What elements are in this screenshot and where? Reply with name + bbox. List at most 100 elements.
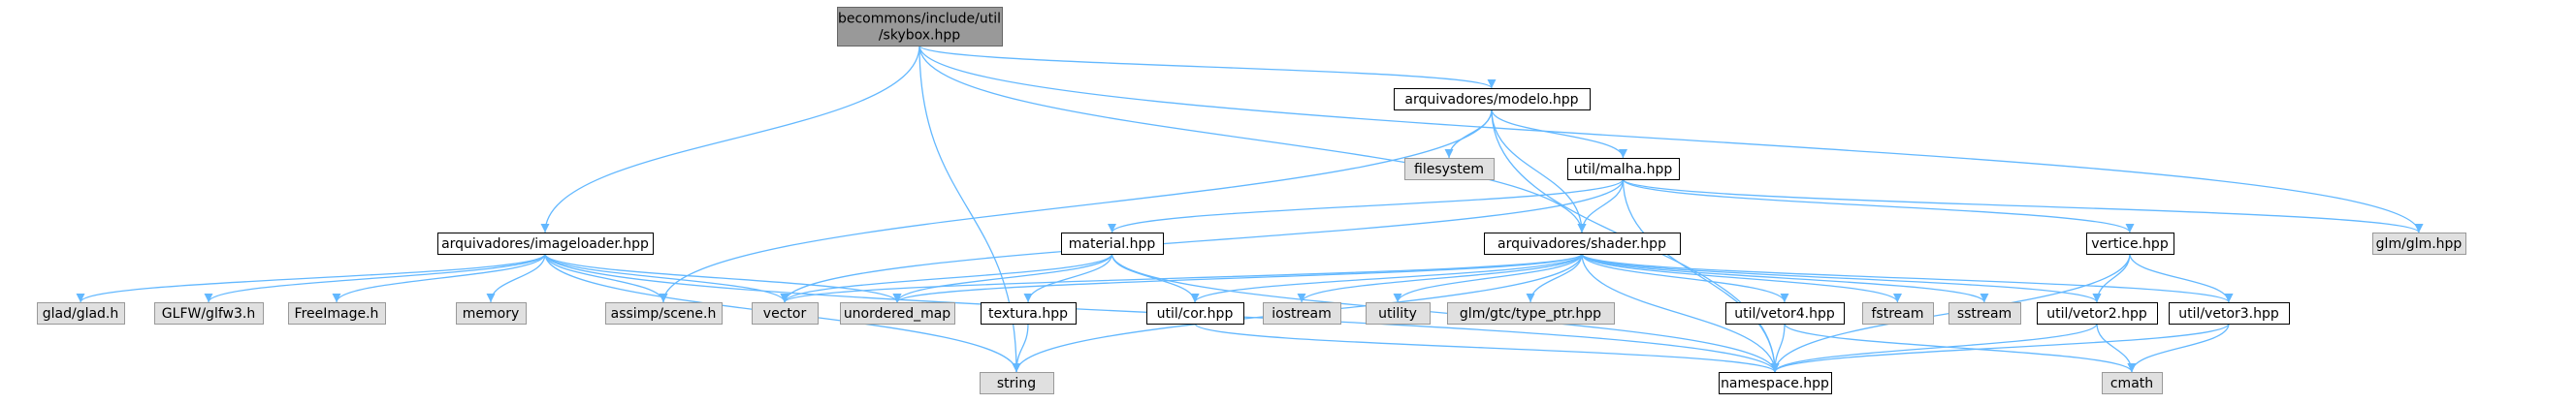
node-fstream: fstream	[1862, 302, 1934, 325]
edge-skybox-to-modelo	[918, 45, 1497, 89]
node-cor-label: util/cor.hpp	[1157, 306, 1234, 322]
node-modelo[interactable]: arquivadores/modelo.hpp	[1394, 88, 1591, 110]
edge-shader-to-unordered_map	[892, 253, 1583, 303]
edge-vetor3-to-cmath	[2127, 323, 2230, 373]
edge-shader-to-fstream	[1581, 253, 1902, 303]
edge-shader-to-vetor2	[1581, 253, 2102, 303]
node-filesystem: filesystem	[1404, 158, 1495, 180]
node-layer: becommons/include/util/skybox.hpp arquiva…	[37, 7, 2466, 394]
node-freeimage-label: FreeImage.h	[295, 306, 379, 322]
node-type_ptr-label: glm/gtc/type_ptr.hpp	[1460, 306, 1601, 322]
edge-malha-to-namespace	[1622, 178, 1780, 373]
node-vetor2-label: util/vetor2.hpp	[2046, 306, 2147, 322]
node-material[interactable]: material.hpp	[1061, 233, 1164, 255]
edge-cor-to-namespace	[1194, 323, 1780, 373]
node-malha-label: util/malha.hpp	[1574, 162, 1673, 177]
node-material-label: material.hpp	[1069, 236, 1156, 252]
node-namespace-label: namespace.hpp	[1721, 376, 1829, 391]
node-type_ptr: glm/gtc/type_ptr.hpp	[1447, 302, 1615, 325]
edge-shader-to-vetor4	[1581, 253, 1789, 303]
edge-imageloader-to-memory	[486, 253, 546, 303]
edge-malha-to-vertice	[1622, 178, 2135, 233]
node-cor[interactable]: util/cor.hpp	[1146, 302, 1244, 325]
node-vetor4[interactable]: util/vetor4.hpp	[1725, 302, 1845, 325]
node-skybox[interactable]: becommons/include/util/skybox.hpp	[837, 7, 1003, 47]
node-vetor2[interactable]: util/vetor2.hpp	[2037, 302, 2158, 325]
edge-imageloader-to-assimp	[544, 253, 668, 303]
node-cmath-label: cmath	[2110, 376, 2153, 391]
edge-vertice-to-vetor3	[2129, 253, 2234, 303]
node-glfw3-label: GLFW/glfw3.h	[162, 306, 255, 322]
edge-shader-to-vetor3	[1581, 253, 2234, 303]
edge-imageloader-to-unordered_map	[544, 253, 902, 303]
node-vertice-label: vertice.hpp	[2091, 236, 2169, 252]
edge-skybox-to-imageloader	[540, 45, 920, 233]
node-memory: memory	[456, 302, 527, 325]
node-fstream-label: fstream	[1872, 306, 1924, 322]
node-glad: glad/glad.h	[37, 302, 125, 325]
node-shader-label: arquivadores/shader.hpp	[1497, 236, 1666, 252]
node-glm-label: glm/glm.hpp	[2376, 236, 2463, 252]
edge-malha-to-glm	[1622, 178, 2424, 233]
edge-material-to-unordered_map	[892, 253, 1113, 303]
node-cmath: cmath	[2102, 372, 2163, 394]
edge-vetor3-to-namespace	[1770, 323, 2230, 373]
node-textura-label: textura.hpp	[988, 306, 1068, 322]
node-namespace[interactable]: namespace.hpp	[1719, 372, 1832, 394]
edge-skybox-to-glm	[918, 45, 2424, 233]
node-glad-label: glad/glad.h	[43, 306, 119, 322]
node-filesystem-label: filesystem	[1414, 162, 1484, 177]
node-vector-label: vector	[763, 306, 807, 322]
edge-vetor2-to-cmath	[2096, 323, 2137, 373]
edge-shader-to-sstream	[1581, 253, 1989, 303]
node-sstream-label: sstream	[1957, 306, 2012, 322]
edge-modelo-to-shader	[1491, 109, 1587, 233]
node-vertice[interactable]: vertice.hpp	[2086, 233, 2174, 255]
node-string-label: string	[997, 376, 1036, 391]
node-skybox-label: /skybox.hpp	[879, 28, 960, 44]
node-assimp-label: assimp/scene.h	[611, 306, 717, 322]
edge-malha-to-shader	[1577, 178, 1625, 233]
node-glm: glm/glm.hpp	[2372, 233, 2466, 255]
edge-material-to-namespace	[1111, 253, 1780, 373]
node-unordered_map: unordered_map	[840, 302, 955, 325]
edge-imageloader-to-glad	[76, 253, 546, 303]
edge-modelo-to-assimp	[659, 109, 1493, 303]
node-sstream: sstream	[1948, 302, 2021, 325]
node-unordered_map-label: unordered_map	[844, 306, 950, 322]
node-malha[interactable]: util/malha.hpp	[1567, 158, 1680, 180]
node-vetor3[interactable]: util/vetor3.hpp	[2169, 302, 2290, 325]
edge-shader-to-iostream	[1297, 253, 1583, 303]
node-string: string	[980, 372, 1054, 394]
edge-modelo-to-malha	[1491, 109, 1627, 159]
node-freeimage: FreeImage.h	[288, 302, 386, 325]
edge-shader-to-namespace	[1581, 253, 1780, 373]
node-modelo-label: arquivadores/modelo.hpp	[1404, 92, 1578, 108]
edge-vetor2-to-namespace	[1770, 323, 2098, 373]
node-iostream-label: iostream	[1272, 306, 1332, 322]
edge-modelo-to-filesystem	[1444, 109, 1493, 159]
node-utility-label: utility	[1378, 306, 1417, 322]
edge-shader-to-vector	[780, 253, 1583, 303]
edge-material-to-vector	[780, 253, 1113, 303]
edge-vetor4-to-cmath	[1784, 323, 2137, 373]
edge-textura-to-string	[1012, 323, 1029, 373]
node-shader[interactable]: arquivadores/shader.hpp	[1484, 233, 1681, 255]
node-textura[interactable]: textura.hpp	[981, 302, 1077, 325]
edge-material-to-textura	[1023, 253, 1113, 303]
edge-malha-to-vector	[780, 178, 1625, 303]
node-imageloader[interactable]: arquivadores/imageloader.hpp	[437, 233, 654, 255]
node-utility: utility	[1366, 302, 1431, 325]
edge-shader-to-type_ptr	[1526, 253, 1583, 303]
edge-vertice-to-vetor2	[2092, 253, 2131, 303]
edge-shader-to-cor	[1190, 253, 1583, 303]
edge-skybox-to-shader	[918, 45, 1587, 233]
edge-imageloader-to-freeimage	[332, 253, 546, 303]
edge-imageloader-to-vector	[544, 253, 789, 303]
node-assimp: assimp/scene.h	[605, 302, 723, 325]
node-skybox-label: becommons/include/util	[838, 12, 1001, 27]
node-vector: vector	[752, 302, 819, 325]
node-vetor3-label: util/vetor3.hpp	[2178, 306, 2279, 322]
edge-malha-to-material	[1108, 178, 1625, 233]
